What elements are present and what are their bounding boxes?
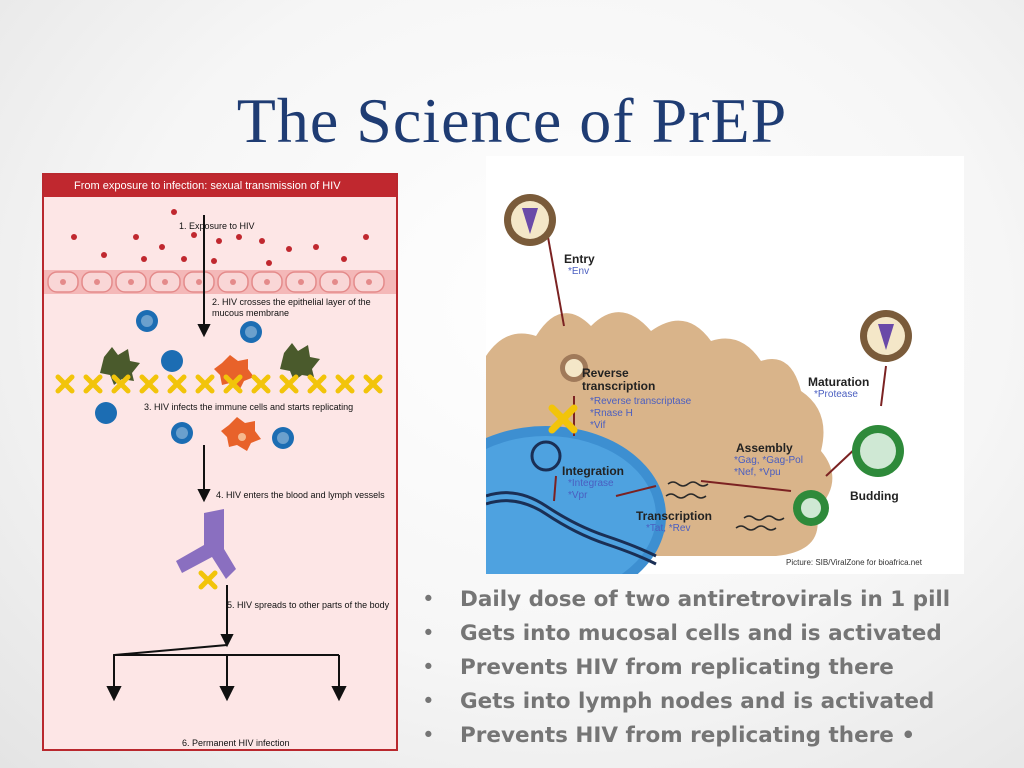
bullet-item: • Gets into mucosal cells and is activate… bbox=[418, 617, 950, 651]
step-4-label: 4. HIV enters the blood and lymph vessel… bbox=[216, 490, 385, 500]
immune-cells bbox=[95, 310, 320, 451]
stage-assembly-label: Assembly bbox=[736, 441, 793, 455]
lifecycle-illustration bbox=[486, 194, 912, 574]
bullet-text: Prevents HIV from replicating there • bbox=[460, 723, 916, 748]
stage-entry-proteins: *Env bbox=[568, 266, 590, 277]
stage-transcription-proteins: *Tat, *Rev bbox=[646, 523, 691, 534]
bullet-item: • Gets into lymph nodes and is activated bbox=[418, 685, 950, 719]
picture-credit: Picture: SIB/ViralZone for bioafrica.net bbox=[786, 558, 922, 567]
bullet-text: Gets into lymph nodes and is activated bbox=[460, 689, 935, 714]
bullet-glyph: • bbox=[422, 587, 435, 612]
blood-vessel bbox=[176, 509, 236, 579]
bullet-item: • Prevents HIV from replicating there bbox=[418, 651, 950, 685]
bullet-text: Daily dose of two antiretrovirals in 1 p… bbox=[460, 587, 951, 612]
prep-block-marker bbox=[548, 404, 578, 434]
hiv-transmission-figure: From exposure to infection: sexual trans… bbox=[42, 173, 398, 751]
stage-assembly-proteins: *Gag, *Gag-Pol *Nef, *Vpu bbox=[734, 455, 803, 478]
transmission-illustration bbox=[44, 209, 396, 702]
stage-budding-label: Budding bbox=[850, 489, 899, 503]
figure-header: From exposure to infection: sexual trans… bbox=[44, 175, 396, 197]
stage-maturation-label: Maturation bbox=[808, 375, 870, 389]
prep-block-markers bbox=[55, 374, 383, 590]
stage-entry-label: Entry bbox=[564, 252, 595, 266]
step-5-label: 5. HIV spreads to other parts of the bod… bbox=[227, 600, 390, 610]
bullet-glyph: • bbox=[422, 689, 435, 714]
bullet-glyph: • bbox=[422, 723, 435, 748]
step-1-label: 1. Exposure to HIV bbox=[179, 221, 255, 231]
bullet-item: • Prevents HIV from replicating there • bbox=[418, 719, 950, 753]
stage-reverse-transcription-proteins: *Reverse transcriptase *Rnase H *Vif bbox=[590, 396, 692, 431]
virus-particles bbox=[71, 209, 369, 266]
stage-reverse-transcription-label: Reverse transcription bbox=[582, 366, 656, 393]
stage-maturation-proteins: *Protease bbox=[814, 389, 858, 400]
bullet-glyph: • bbox=[422, 655, 435, 680]
stage-integration-label: Integration bbox=[562, 464, 624, 478]
stage-transcription-label: Transcription bbox=[636, 509, 713, 523]
bullet-text: Prevents HIV from replicating there bbox=[460, 655, 894, 680]
bullet-text: Gets into mucosal cells and is activated bbox=[460, 621, 942, 646]
virions bbox=[504, 194, 912, 526]
epithelial-layer bbox=[44, 270, 396, 294]
stage-integration-proteins: *Integrase *Vpr bbox=[568, 478, 614, 501]
step-3-label: 3. HIV infects the immune cells and star… bbox=[144, 402, 354, 412]
bullet-list: • Daily dose of two antiretrovirals in 1 … bbox=[418, 583, 950, 753]
bullet-glyph: • bbox=[422, 621, 435, 646]
hiv-lifecycle-figure: Entry *Env Reverse transcription *Revers… bbox=[486, 156, 964, 574]
slide-title: The Science of PrEP bbox=[236, 85, 788, 156]
step-6-label: 6. Permanent HIV infection bbox=[182, 738, 290, 748]
bullet-item: • Daily dose of two antiretrovirals in 1 … bbox=[418, 583, 950, 617]
step-2-label: 2. HIV crosses the epithelial layer of t… bbox=[212, 297, 371, 318]
